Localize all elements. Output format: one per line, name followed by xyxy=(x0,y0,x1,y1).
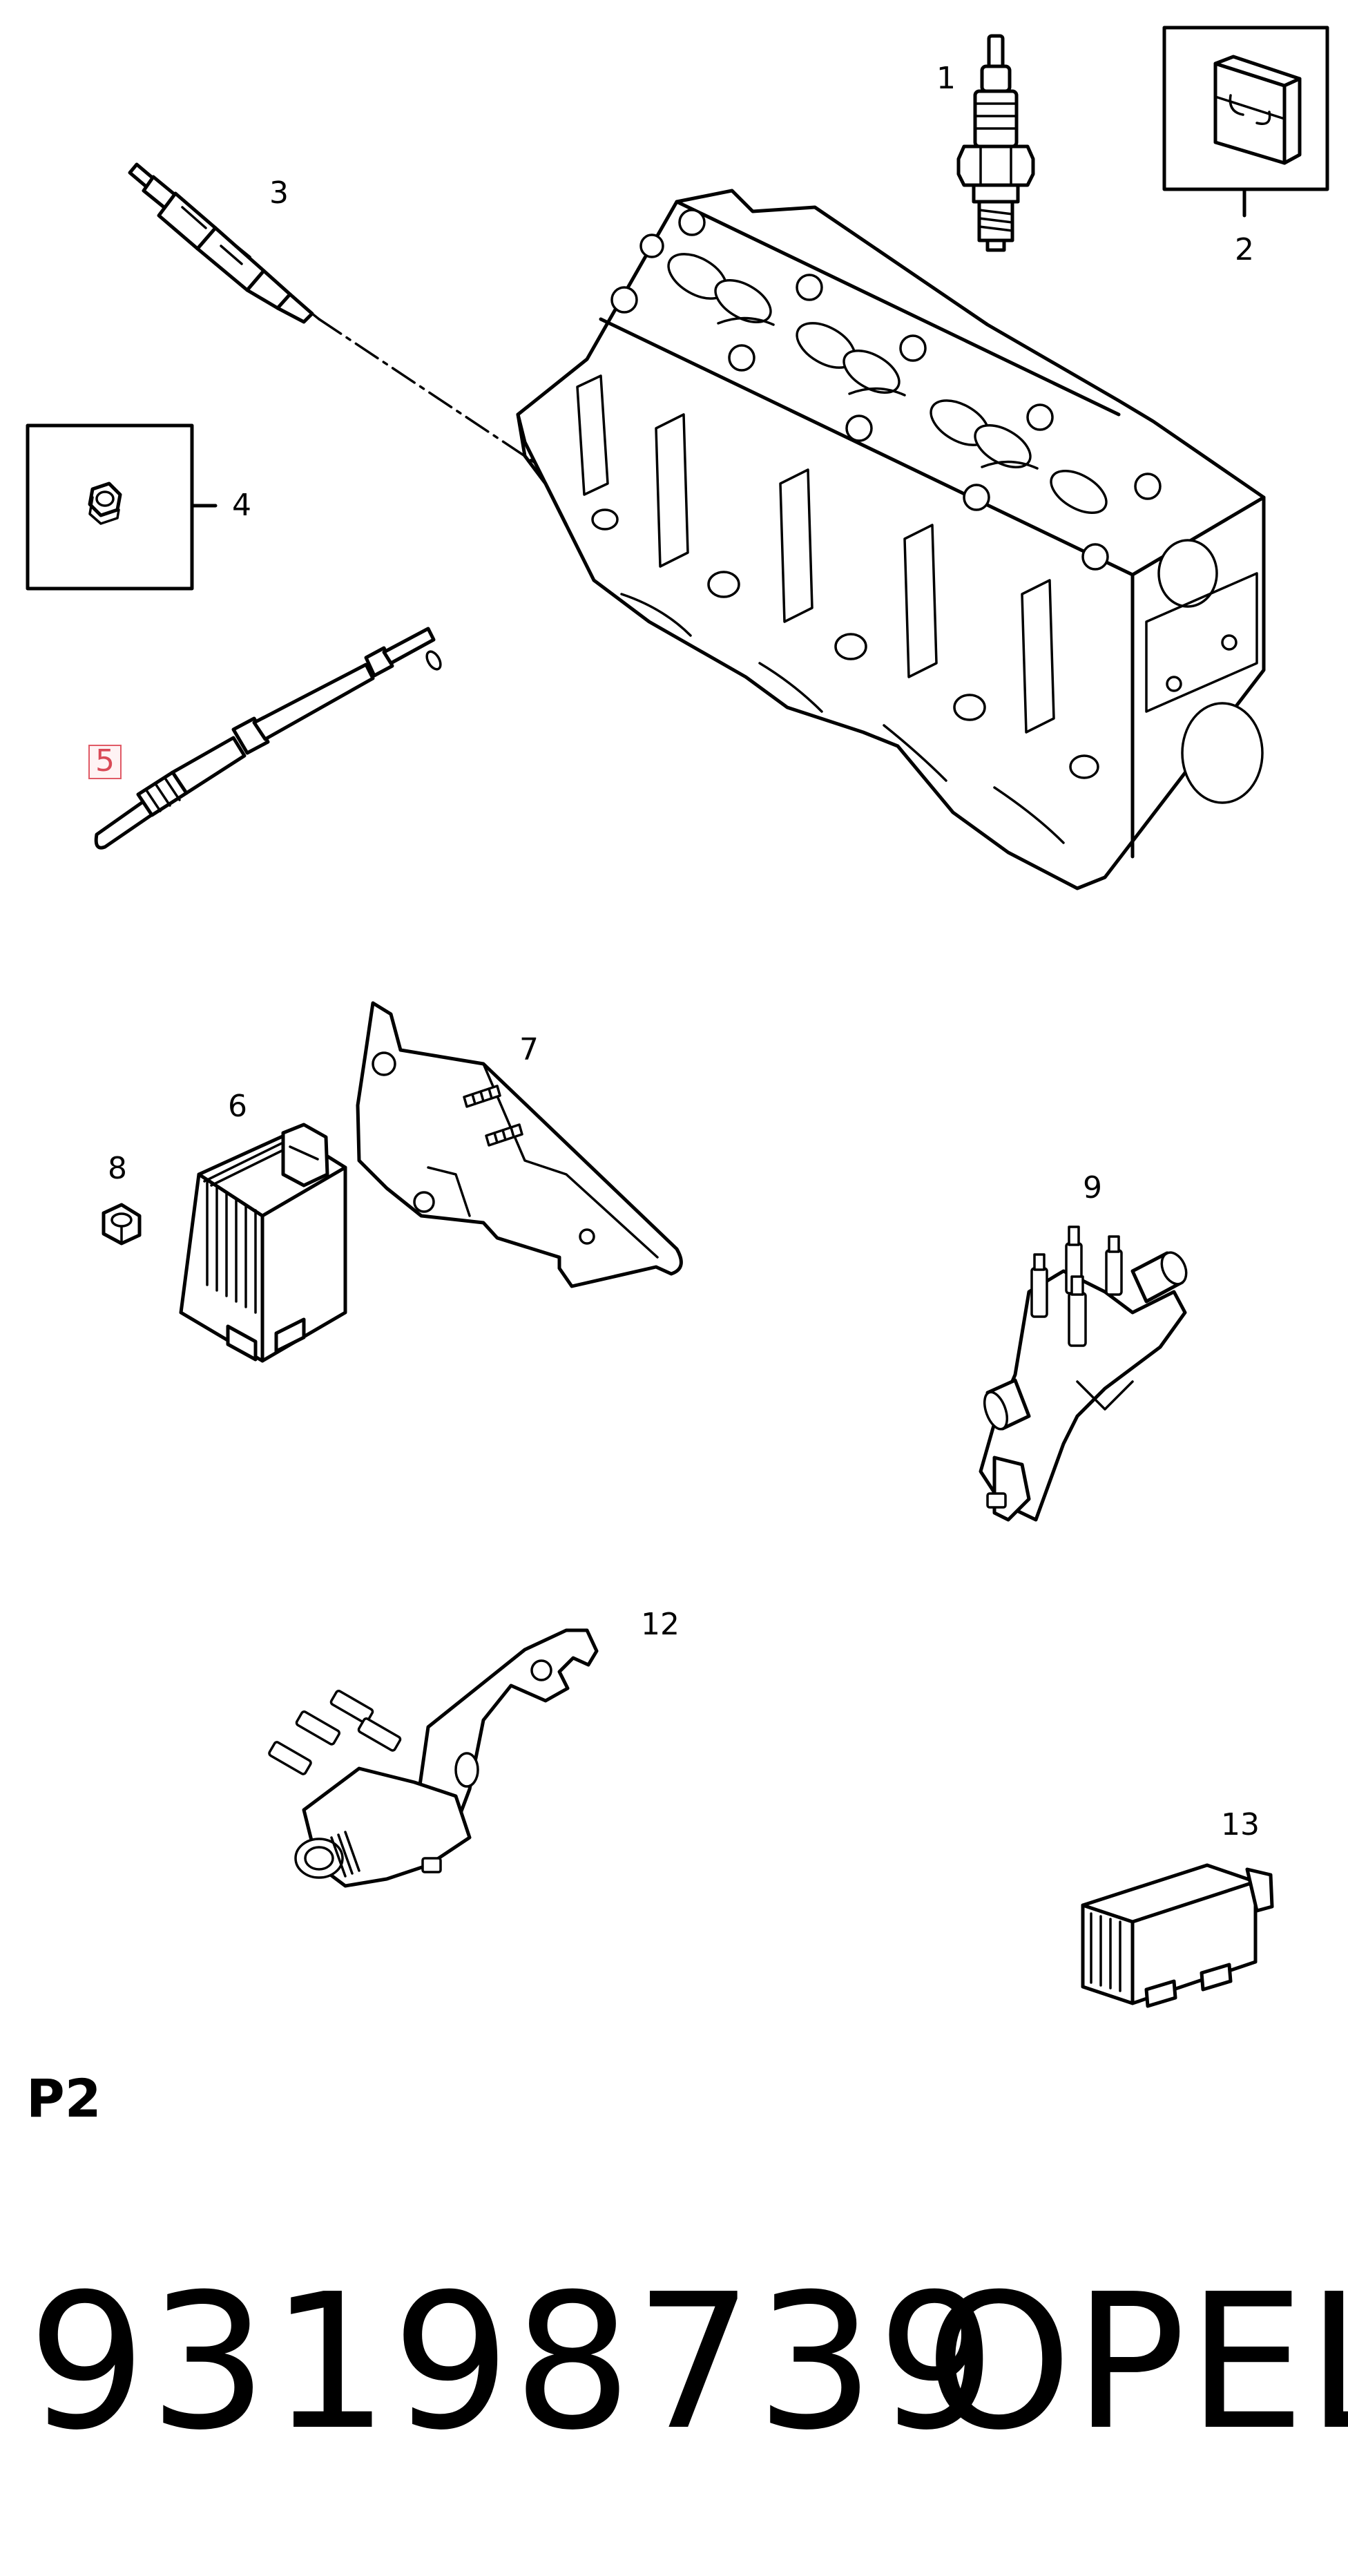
nut-part-8[interactable] xyxy=(102,1203,142,1246)
callout-7: 7 xyxy=(519,1032,539,1067)
callout-3: 3 xyxy=(269,175,289,211)
stud-2 xyxy=(485,1123,523,1147)
callout-1: 1 xyxy=(936,61,956,96)
bracket-part-7[interactable] xyxy=(356,1001,683,1288)
sensor-c xyxy=(1105,1235,1123,1296)
coolant-flange-part-9[interactable] xyxy=(979,1225,1191,1522)
callout-5-highlighted[interactable]: 5 xyxy=(88,745,122,779)
callout-8: 8 xyxy=(108,1151,127,1186)
page-label: P2 xyxy=(26,2068,102,2129)
nut-part-4[interactable] xyxy=(26,423,218,591)
brand-name: OPEL xyxy=(925,2253,1348,2471)
coolant-flange-bracket-part-12[interactable] xyxy=(268,1628,599,1888)
callout-12: 12 xyxy=(641,1607,680,1642)
callout-9: 9 xyxy=(1083,1170,1102,1205)
glow-control-module-part-6[interactable] xyxy=(179,1123,347,1363)
sensor-a xyxy=(1030,1253,1048,1318)
control-unit-part-2[interactable] xyxy=(1162,26,1329,218)
callout-13: 13 xyxy=(1221,1807,1260,1842)
callout-6: 6 xyxy=(228,1089,247,1124)
glow-plug-part-5[interactable] xyxy=(94,627,443,850)
cylinder-head xyxy=(516,189,1266,890)
spark-plug-part-1[interactable] xyxy=(956,34,1035,252)
stud-1 xyxy=(463,1085,501,1108)
sensor-d xyxy=(1068,1275,1087,1347)
callout-2: 2 xyxy=(1235,232,1254,267)
relay-part-13[interactable] xyxy=(1081,1863,1274,2008)
callout-4: 4 xyxy=(232,488,251,523)
part-number: 93198739 xyxy=(28,2253,999,2471)
